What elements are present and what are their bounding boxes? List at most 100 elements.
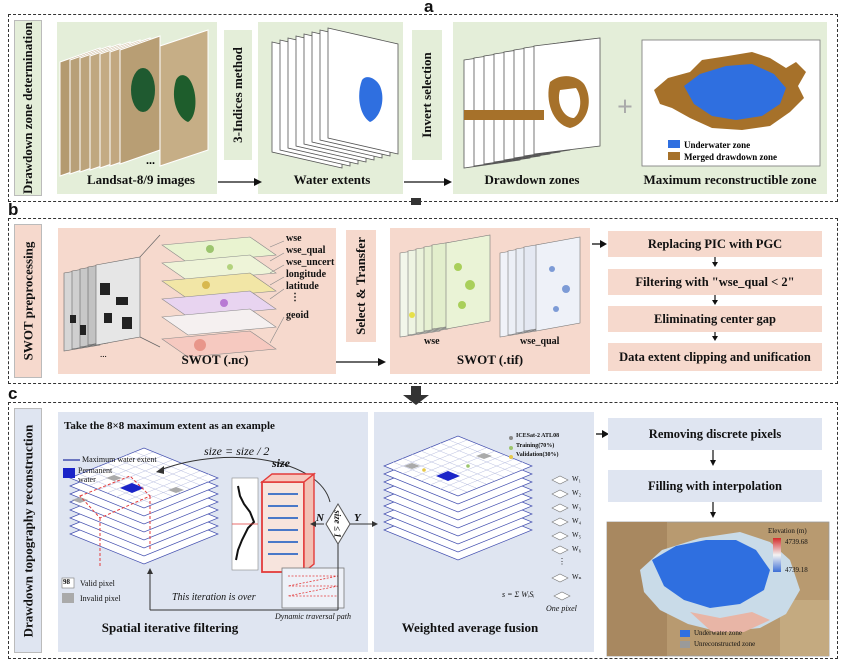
example-title: Take the 8×8 maximum extent as an exampl… xyxy=(64,420,275,432)
map-unreconstructed-label: Unreconstructed zone xyxy=(694,640,756,648)
panel-b-side-label: SWOT preprocessing xyxy=(14,224,42,378)
max-zone-underwater-shape xyxy=(684,64,786,120)
swot-nc-label: SWOT (.nc) xyxy=(181,352,249,367)
histogram-shape xyxy=(235,485,256,561)
icesat-legend-label: ICESat-2 ATL08 xyxy=(516,433,560,439)
size-label: size xyxy=(272,456,290,470)
layer-label-latitude: latitude xyxy=(286,281,319,292)
step-filling-interpolation: Filling with interpolation xyxy=(608,470,822,502)
panel-a-frame xyxy=(8,14,838,202)
permanent-water-swatch xyxy=(63,468,75,478)
svg-text:...: ... xyxy=(100,349,107,359)
one-pixel-label: One pixel xyxy=(546,604,577,613)
water-extent-stack xyxy=(271,27,399,169)
weight-w4: W₄ xyxy=(572,517,582,525)
training-legend-dot xyxy=(509,446,513,450)
landsat-image-stack xyxy=(59,29,209,177)
panel-c-side-label: Drawdown topography reconstruction xyxy=(14,408,42,653)
elevation-colorbar xyxy=(773,538,781,572)
weighted-grid-stack xyxy=(383,435,533,561)
swot-tif-wse-stack xyxy=(399,234,491,338)
elevation-underwater-zone xyxy=(652,540,770,608)
weight-wn: Wₙ xyxy=(572,573,582,581)
valid-pixel-value: 98 xyxy=(63,578,70,586)
legend-underwater-swatch xyxy=(668,140,680,148)
weight-w2: W₂ xyxy=(572,489,582,497)
fusion-permanent-water xyxy=(436,471,460,481)
swot-nc-dark-patches xyxy=(70,283,132,335)
max-zone-label: Maximum reconstructible zone xyxy=(643,172,817,187)
yes-label: Y xyxy=(354,512,361,524)
validation-legend-label: Validation(30%) xyxy=(516,452,559,458)
plus-sign: + xyxy=(617,92,633,123)
step-arrows-b xyxy=(712,257,718,341)
landsat-label: Landsat-8/9 images xyxy=(87,172,195,187)
size-equation: size = size / 2 xyxy=(204,444,270,458)
fusion-formula: s = Σ WᵢSᵢ xyxy=(502,590,535,599)
dynamic-traversal-box xyxy=(281,567,345,609)
legend-merged-swatch xyxy=(668,152,680,160)
no-label: N xyxy=(316,512,324,524)
layer-label-wse-uncert: wse_uncert xyxy=(286,257,335,268)
one-pixel-diamond xyxy=(553,591,571,601)
water-extent-shape xyxy=(359,77,383,122)
panel-a-letter: a xyxy=(424,0,434,16)
drawdown-zone-stack xyxy=(463,37,601,169)
permanent-water-legend-label: Permanent water xyxy=(78,466,113,484)
panel-a-side-label: Drawdown zone determination xyxy=(14,20,42,196)
tif-wse-label: wse xyxy=(424,336,440,347)
drawdown-label: Drawdown zones xyxy=(484,172,580,187)
landsat-ellipsis: ... xyxy=(146,153,155,167)
icesat-legend-dot xyxy=(509,436,513,440)
max-water-legend-label: Maximum water extent xyxy=(82,455,157,464)
map-unreconstructed-swatch xyxy=(680,641,690,648)
decision-text: size ≤ 1 xyxy=(333,510,344,538)
step-replacing-pic: Replacing PIC with PGC xyxy=(608,231,822,257)
map-underwater-swatch xyxy=(680,630,690,637)
panel-b-graphics: ... xyxy=(63,234,718,405)
elevation-max-label: 4739.68 xyxy=(785,538,808,546)
weight-diamonds xyxy=(551,475,569,583)
size-loop-arrow xyxy=(159,456,331,503)
three-indices-box: 3-Indices method xyxy=(224,30,252,160)
swot-nc-thumbnail-stack xyxy=(63,256,141,352)
step-filtering-wse-qual: Filtering with "wse_qual < 2" xyxy=(608,269,822,295)
tif-wse-qual-label: wse_qual xyxy=(520,336,560,347)
map-underwater-label: Underwater zone xyxy=(694,629,743,637)
valid-pixel-legend-label: Valid pixel xyxy=(80,579,115,588)
legend-merged-label: Merged drawdown zone xyxy=(684,152,777,162)
panel-b-letter: b xyxy=(8,200,19,219)
weight-w3: W₃ xyxy=(572,503,582,511)
iteration-over-label: This iteration is over xyxy=(172,592,256,603)
step-removing-discrete: Removing discrete pixels xyxy=(608,418,822,450)
invert-selection-box: Invert selection xyxy=(412,30,442,160)
weight-w5: W₅ xyxy=(572,531,582,539)
layer-label-wse-qual: wse_qual xyxy=(286,245,326,256)
permanent-water-cells xyxy=(120,483,144,493)
weighted-fusion-label: Weighted average fusion xyxy=(401,620,539,635)
panel-c-letter: c xyxy=(8,384,18,403)
arrow-a-to-b xyxy=(411,198,421,205)
select-transfer-box: Select & Transfer xyxy=(346,230,376,342)
weight-w6: W₆ xyxy=(572,545,582,553)
legend-underwater-label: Underwater zone xyxy=(684,140,750,150)
layer-label-wse: wse xyxy=(286,233,302,244)
water-extent-label: Water extents xyxy=(293,172,371,187)
training-legend-label: Training(70%) xyxy=(516,443,555,449)
validation-legend-dot xyxy=(509,455,513,459)
valid-pixel-swatch xyxy=(61,577,75,589)
layer-label-ellipsis: ⋮ xyxy=(290,292,300,303)
elevation-title: Elevation (m) xyxy=(768,527,807,535)
weight-w1: W₁ xyxy=(572,475,582,483)
panel-b-frame xyxy=(8,218,838,384)
invalid-pixel-swatch xyxy=(62,593,74,603)
weight-ellipsis: ⋮ xyxy=(558,557,566,566)
step-clipping: Data extent clipping and unification xyxy=(608,343,822,371)
layer-label-longitude: longitude xyxy=(286,269,327,280)
invalid-pixel-legend-label: Invalid pixel xyxy=(80,594,121,603)
swot-tif-label: SWOT (.tif) xyxy=(456,352,524,367)
layer-label-geoid: geoid xyxy=(286,310,309,321)
elevation-min-label: 4739.18 xyxy=(785,566,808,574)
drawdown-brown-shapes xyxy=(464,76,589,128)
arrow-b-to-c xyxy=(403,386,429,405)
